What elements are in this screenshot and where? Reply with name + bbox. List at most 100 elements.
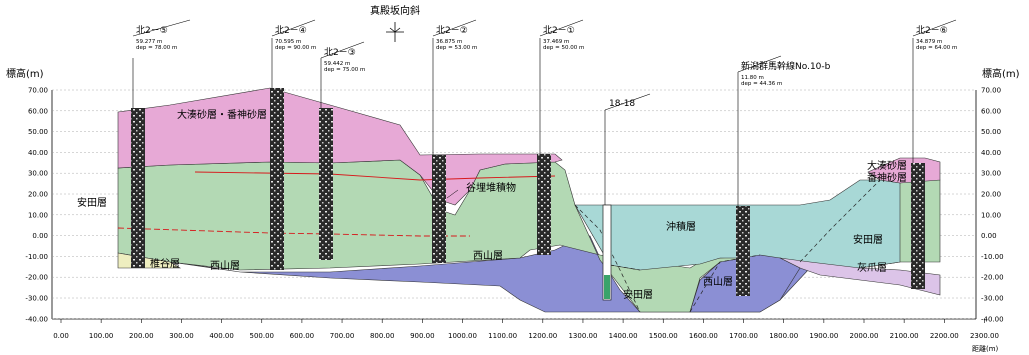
borehole-8-elev: 34.879 m	[916, 39, 942, 45]
label-chuseki: 沖積層	[666, 220, 696, 233]
x-tick-label: 600.00	[290, 332, 315, 340]
y-tick-left: -40.00	[25, 315, 48, 323]
y-axis-label-left: 標高(m)	[6, 67, 44, 80]
x-ticks: 0.00 100.00 200.00 300.00 400.00 500.00 600.00…	[53, 319, 999, 340]
x-tick-label: 900.00	[410, 332, 435, 340]
borehole-2-elev: 70.595 m	[275, 39, 301, 45]
y-tick-left: -10.00	[25, 253, 48, 261]
dashed-boundary-3	[799, 179, 881, 263]
layer-haizume	[779, 257, 941, 296]
x-tick-label: 500.00	[250, 332, 275, 340]
syncline-symbol	[386, 22, 404, 42]
y-tick-right: -30.00	[981, 295, 1004, 303]
label-nishiyama-1: 西山層	[210, 260, 240, 272]
x-tick-label: 2100.00	[890, 332, 919, 340]
y-tick-left: 70.00	[28, 87, 48, 95]
borehole-column-8	[911, 163, 925, 289]
label-osu-layer: 大湊砂層・番神砂層	[177, 108, 267, 121]
syncline-label: 真殿坂向斜	[370, 4, 420, 17]
y-tick-right: 30.00	[981, 170, 1001, 178]
borehole-6-name: 18-18	[609, 99, 635, 109]
layer-osu-pink	[117, 87, 563, 206]
borehole-1-dep: dep = 78.00 m	[136, 45, 177, 51]
borehole-5-name: 北2－①	[543, 25, 575, 36]
borehole-column-4	[432, 155, 446, 263]
x-tick-label: 1900.00	[809, 332, 838, 340]
y-tick-left: -20.00	[25, 274, 48, 282]
borehole-4-dep: dep = 53.00 m	[436, 45, 477, 51]
borehole-3-dep: dep = 75.00 m	[324, 67, 365, 73]
borehole-4-elev: 36.875 m	[436, 39, 462, 45]
borehole-7-name: 新潟群馬幹線No.10-b	[741, 60, 831, 72]
y-tick-right: 60.00	[981, 107, 1001, 115]
borehole-7-elev: 11.80 m	[741, 75, 764, 81]
borehole-2-dep: dep = 90.00 m	[275, 45, 316, 51]
y-tick-right: 40.00	[981, 149, 1001, 157]
borehole-3-name: 北2－③	[324, 47, 356, 58]
y-ticks-left: 70.0060.0050.0040.0030.0020.0010.000.00-…	[25, 87, 48, 324]
borehole-5-dep: dep = 50.00 m	[543, 45, 584, 51]
y-tick-left: -30.00	[25, 295, 48, 303]
y-tick-right: -10.00	[981, 253, 1004, 261]
x-tick-label: 1400.00	[609, 332, 638, 340]
y-tick-left: 0.00	[32, 232, 48, 240]
borehole-column-3	[319, 108, 333, 260]
label-osu-right: 大湊砂層	[867, 159, 907, 172]
x-tick-label: 2200.00	[930, 332, 959, 340]
label-yasuda-mid: 安田層	[623, 288, 653, 301]
x-axis-label: 距離(m)	[972, 344, 999, 353]
y-tick-left: 40.00	[28, 149, 48, 157]
red-marker-upper	[194, 171, 556, 181]
x-tick-label: 300.00	[169, 332, 194, 340]
x-tick-label: 400.00	[209, 332, 234, 340]
x-tick-label: 1500.00	[649, 332, 678, 340]
y-tick-right: 50.00	[981, 128, 1001, 136]
x-tick-label: 200.00	[129, 332, 154, 340]
label-yasuda-left: 安田層	[77, 196, 107, 209]
borehole-column-1	[131, 108, 145, 268]
borehole-8-dep: dep = 64.00 m	[916, 45, 957, 51]
borehole-column-6-green	[604, 275, 610, 299]
y-tick-left: 50.00	[28, 128, 48, 136]
y-tick-left: 10.00	[28, 211, 48, 219]
x-tick-label: 1000.00	[448, 332, 477, 340]
x-tick-label: 1700.00	[729, 332, 758, 340]
x-tick-label: 2300.00	[970, 332, 999, 340]
borehole-5-elev: 37.469 m	[543, 39, 569, 45]
borehole-2-name: 北2－④	[275, 25, 307, 36]
y-tick-right: 70.00	[981, 87, 1001, 95]
borehole-3-elev: 59.442 m	[324, 61, 350, 67]
x-tick-label: 1300.00	[568, 332, 597, 340]
y-tick-right: -40.00	[981, 315, 1004, 323]
y-ticks-right: 70.0060.0050.0040.0030.0020.0010.000.00-…	[981, 87, 1004, 324]
x-tick-label: 0.00	[53, 332, 69, 340]
borehole-4-name: 北2－②	[436, 25, 468, 36]
y-tick-left: 60.00	[28, 107, 48, 115]
borehole-column-7	[736, 206, 750, 296]
x-tick-label: 2000.00	[850, 332, 879, 340]
x-tick-label: 1800.00	[769, 332, 798, 340]
borehole-1-elev: 59.277 m	[136, 39, 162, 45]
borehole-column-2	[270, 88, 284, 270]
x-tick-label: 100.00	[89, 332, 114, 340]
y-tick-right: -20.00	[981, 274, 1004, 282]
x-tick-label: 1200.00	[528, 332, 557, 340]
y-axis-label-right: 標高(m)	[982, 67, 1020, 80]
y-tick-left: 30.00	[28, 170, 48, 178]
borehole-leaders	[132, 19, 957, 206]
label-taniume: 谷埋堆積物	[466, 181, 516, 194]
x-tick-label: 1100.00	[488, 332, 517, 340]
y-tick-right: 20.00	[981, 191, 1001, 199]
borehole-column-5	[537, 154, 551, 255]
label-haizume: 灰爪層	[857, 261, 887, 274]
taniume-leader	[446, 189, 459, 199]
borehole-columns	[131, 88, 925, 301]
x-tick-label: 1600.00	[689, 332, 718, 340]
label-banjin-right: 番神砂層	[867, 171, 907, 184]
borehole-headers: 北2－⑤ 59.277 m dep = 78.00 m 北2－④ 70.595 …	[136, 25, 957, 109]
label-shiiya: 椎谷層	[150, 257, 180, 270]
label-nishiyama-2: 西山層	[473, 250, 503, 262]
label-nishiyama-3: 西山層	[703, 276, 733, 288]
